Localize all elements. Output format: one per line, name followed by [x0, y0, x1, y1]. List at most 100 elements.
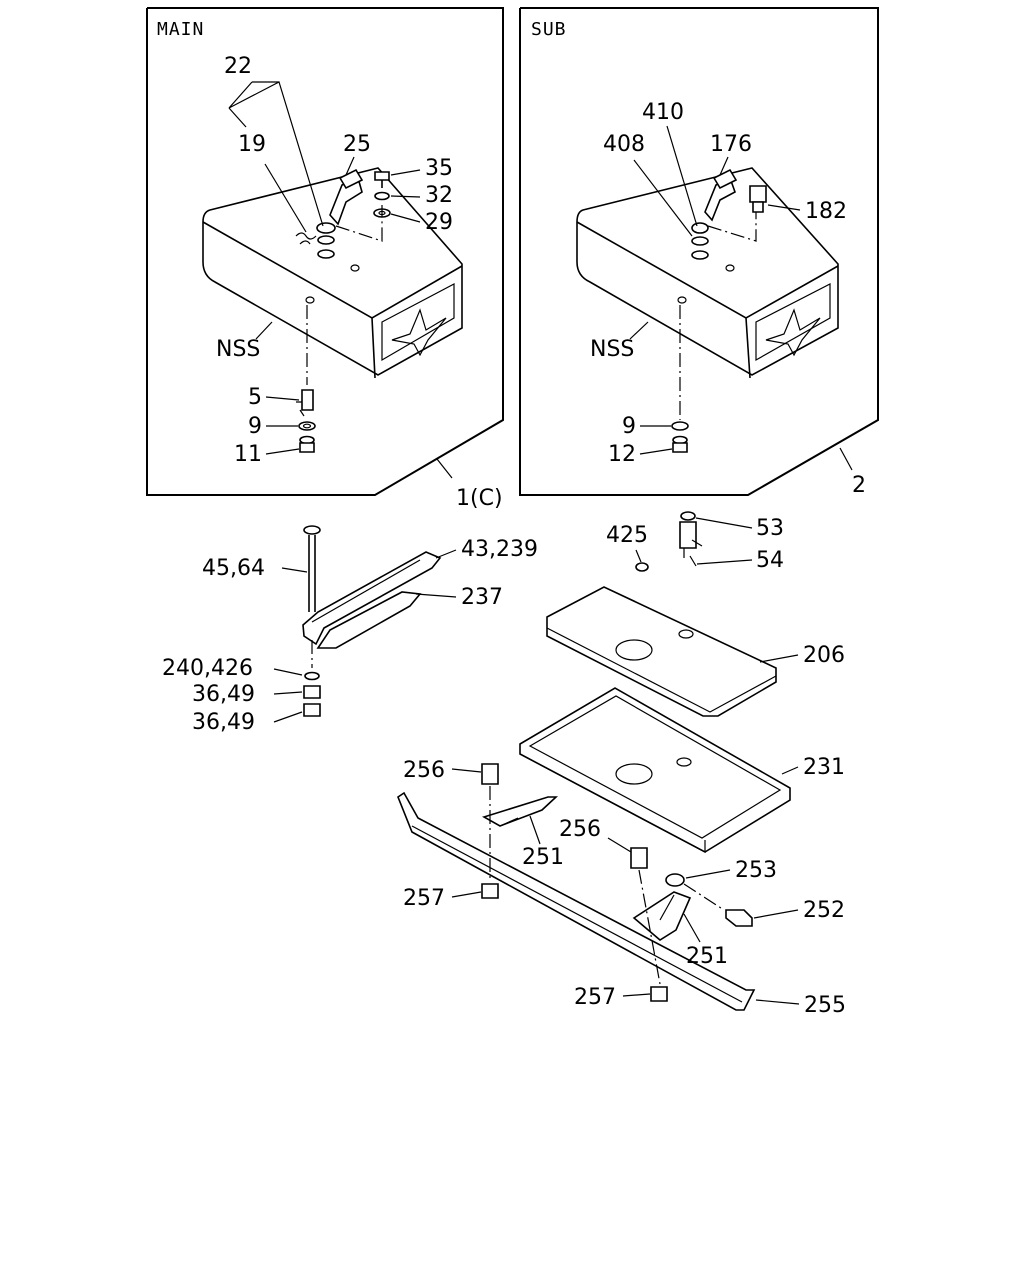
leader-11 — [265, 448, 300, 455]
leader-251-b — [683, 913, 701, 943]
label-408: 408 — [603, 132, 645, 157]
leader-237 — [415, 593, 457, 598]
label-9-sub: 9 — [622, 414, 636, 439]
rail-fasteners — [481, 763, 753, 1002]
main-neck-axis — [335, 205, 383, 242]
main-panel-frame — [146, 7, 504, 496]
tray — [519, 687, 791, 853]
leader-22 — [228, 81, 324, 227]
leader-231 — [781, 766, 799, 775]
main-panel: MAIN 1(C) — [146, 7, 504, 511]
label-22: 22 — [224, 54, 252, 79]
label-182: 182 — [805, 199, 847, 224]
sub-panel: SUB 2 410 — [519, 7, 879, 498]
sub-panel-ref: 2 — [852, 473, 866, 498]
label-257-a: 257 — [403, 886, 445, 911]
leader-256-a — [451, 768, 482, 773]
label-251-b: 251 — [686, 944, 728, 969]
label-54: 54 — [756, 548, 784, 573]
label-240-426: 240,426 — [162, 656, 253, 681]
leader-29 — [390, 213, 421, 223]
label-252: 252 — [803, 898, 845, 923]
leader-25 — [345, 156, 355, 176]
label-410: 410 — [642, 100, 684, 125]
sub-fuel-tank — [576, 167, 839, 379]
leader-22-branch — [228, 107, 247, 128]
strap-assembly — [302, 525, 442, 717]
label-43-239: 43,239 — [461, 537, 538, 562]
label-176: 176 — [710, 132, 752, 157]
main-ref-leader — [436, 458, 453, 479]
valve-assembly — [635, 511, 703, 572]
sub-filler-neck — [691, 168, 738, 260]
label-5: 5 — [248, 385, 262, 410]
main-drain-parts — [296, 389, 316, 453]
leader-35 — [390, 169, 421, 176]
leader-257-b — [622, 993, 651, 997]
leader-252 — [753, 909, 799, 919]
label-35: 35 — [425, 156, 453, 181]
main-panel-title: MAIN — [157, 19, 204, 40]
bracket-b — [632, 891, 692, 941]
leader-53 — [695, 517, 753, 529]
leader-32 — [390, 195, 421, 198]
main-panel-ref: 1(C) — [456, 486, 503, 511]
leader-36-49-a — [273, 691, 303, 695]
leader-251-a — [529, 815, 541, 845]
label-53: 53 — [756, 516, 784, 541]
label-253: 253 — [735, 858, 777, 883]
label-256-b: 256 — [559, 817, 601, 842]
label-19: 19 — [238, 132, 266, 157]
label-36-49-b: 36,49 — [192, 710, 255, 735]
leader-54 — [696, 559, 753, 565]
label-36-49-a: 36,49 — [192, 682, 255, 707]
sub-bolt — [749, 185, 767, 213]
leader-36-49-b — [273, 711, 303, 723]
label-257-b: 257 — [574, 985, 616, 1010]
label-11: 11 — [234, 442, 262, 467]
leader-257-a — [451, 891, 482, 898]
label-45-64: 45,64 — [202, 556, 265, 581]
label-256-a: 256 — [403, 758, 445, 783]
sub-ref-leader — [839, 447, 853, 471]
sub-drain-parts — [671, 421, 689, 453]
leader-253 — [685, 869, 731, 879]
leader-182 — [767, 204, 801, 211]
label-9-main: 9 — [248, 414, 262, 439]
bracket-a — [481, 796, 559, 827]
leader-240-426 — [273, 668, 303, 676]
leader-206 — [759, 654, 799, 663]
sub-panel-title: SUB — [531, 19, 567, 40]
label-251-a: 251 — [522, 845, 564, 870]
label-255: 255 — [804, 993, 846, 1018]
label-25: 25 — [343, 132, 371, 157]
label-206: 206 — [803, 643, 845, 668]
leader-410 — [666, 125, 698, 227]
label-425: 425 — [606, 523, 648, 548]
main-bolt-stack — [373, 171, 391, 218]
leader-408 — [633, 159, 693, 237]
leader-nss-sub — [629, 321, 649, 340]
label-nss-sub: NSS — [590, 337, 634, 362]
leader-45-64 — [281, 567, 308, 573]
leader-256-b — [607, 837, 632, 853]
main-filler-neck — [295, 168, 364, 259]
label-231: 231 — [803, 755, 845, 780]
label-nss-main: NSS — [216, 337, 260, 362]
sub-neck-axis — [707, 212, 757, 242]
leader-176 — [719, 156, 729, 176]
main-fuel-tank — [202, 167, 463, 379]
leader-nss-main — [255, 321, 273, 340]
label-237: 237 — [461, 585, 503, 610]
support-rail — [397, 791, 756, 1011]
leader-255 — [755, 999, 800, 1005]
leader-43-239 — [435, 549, 457, 559]
sub-panel-frame — [519, 7, 879, 496]
label-29: 29 — [425, 210, 453, 235]
leader-425 — [635, 549, 642, 563]
label-12: 12 — [608, 442, 636, 467]
rubber-pad — [546, 586, 777, 717]
leader-12 — [639, 448, 673, 455]
label-32: 32 — [425, 183, 453, 208]
